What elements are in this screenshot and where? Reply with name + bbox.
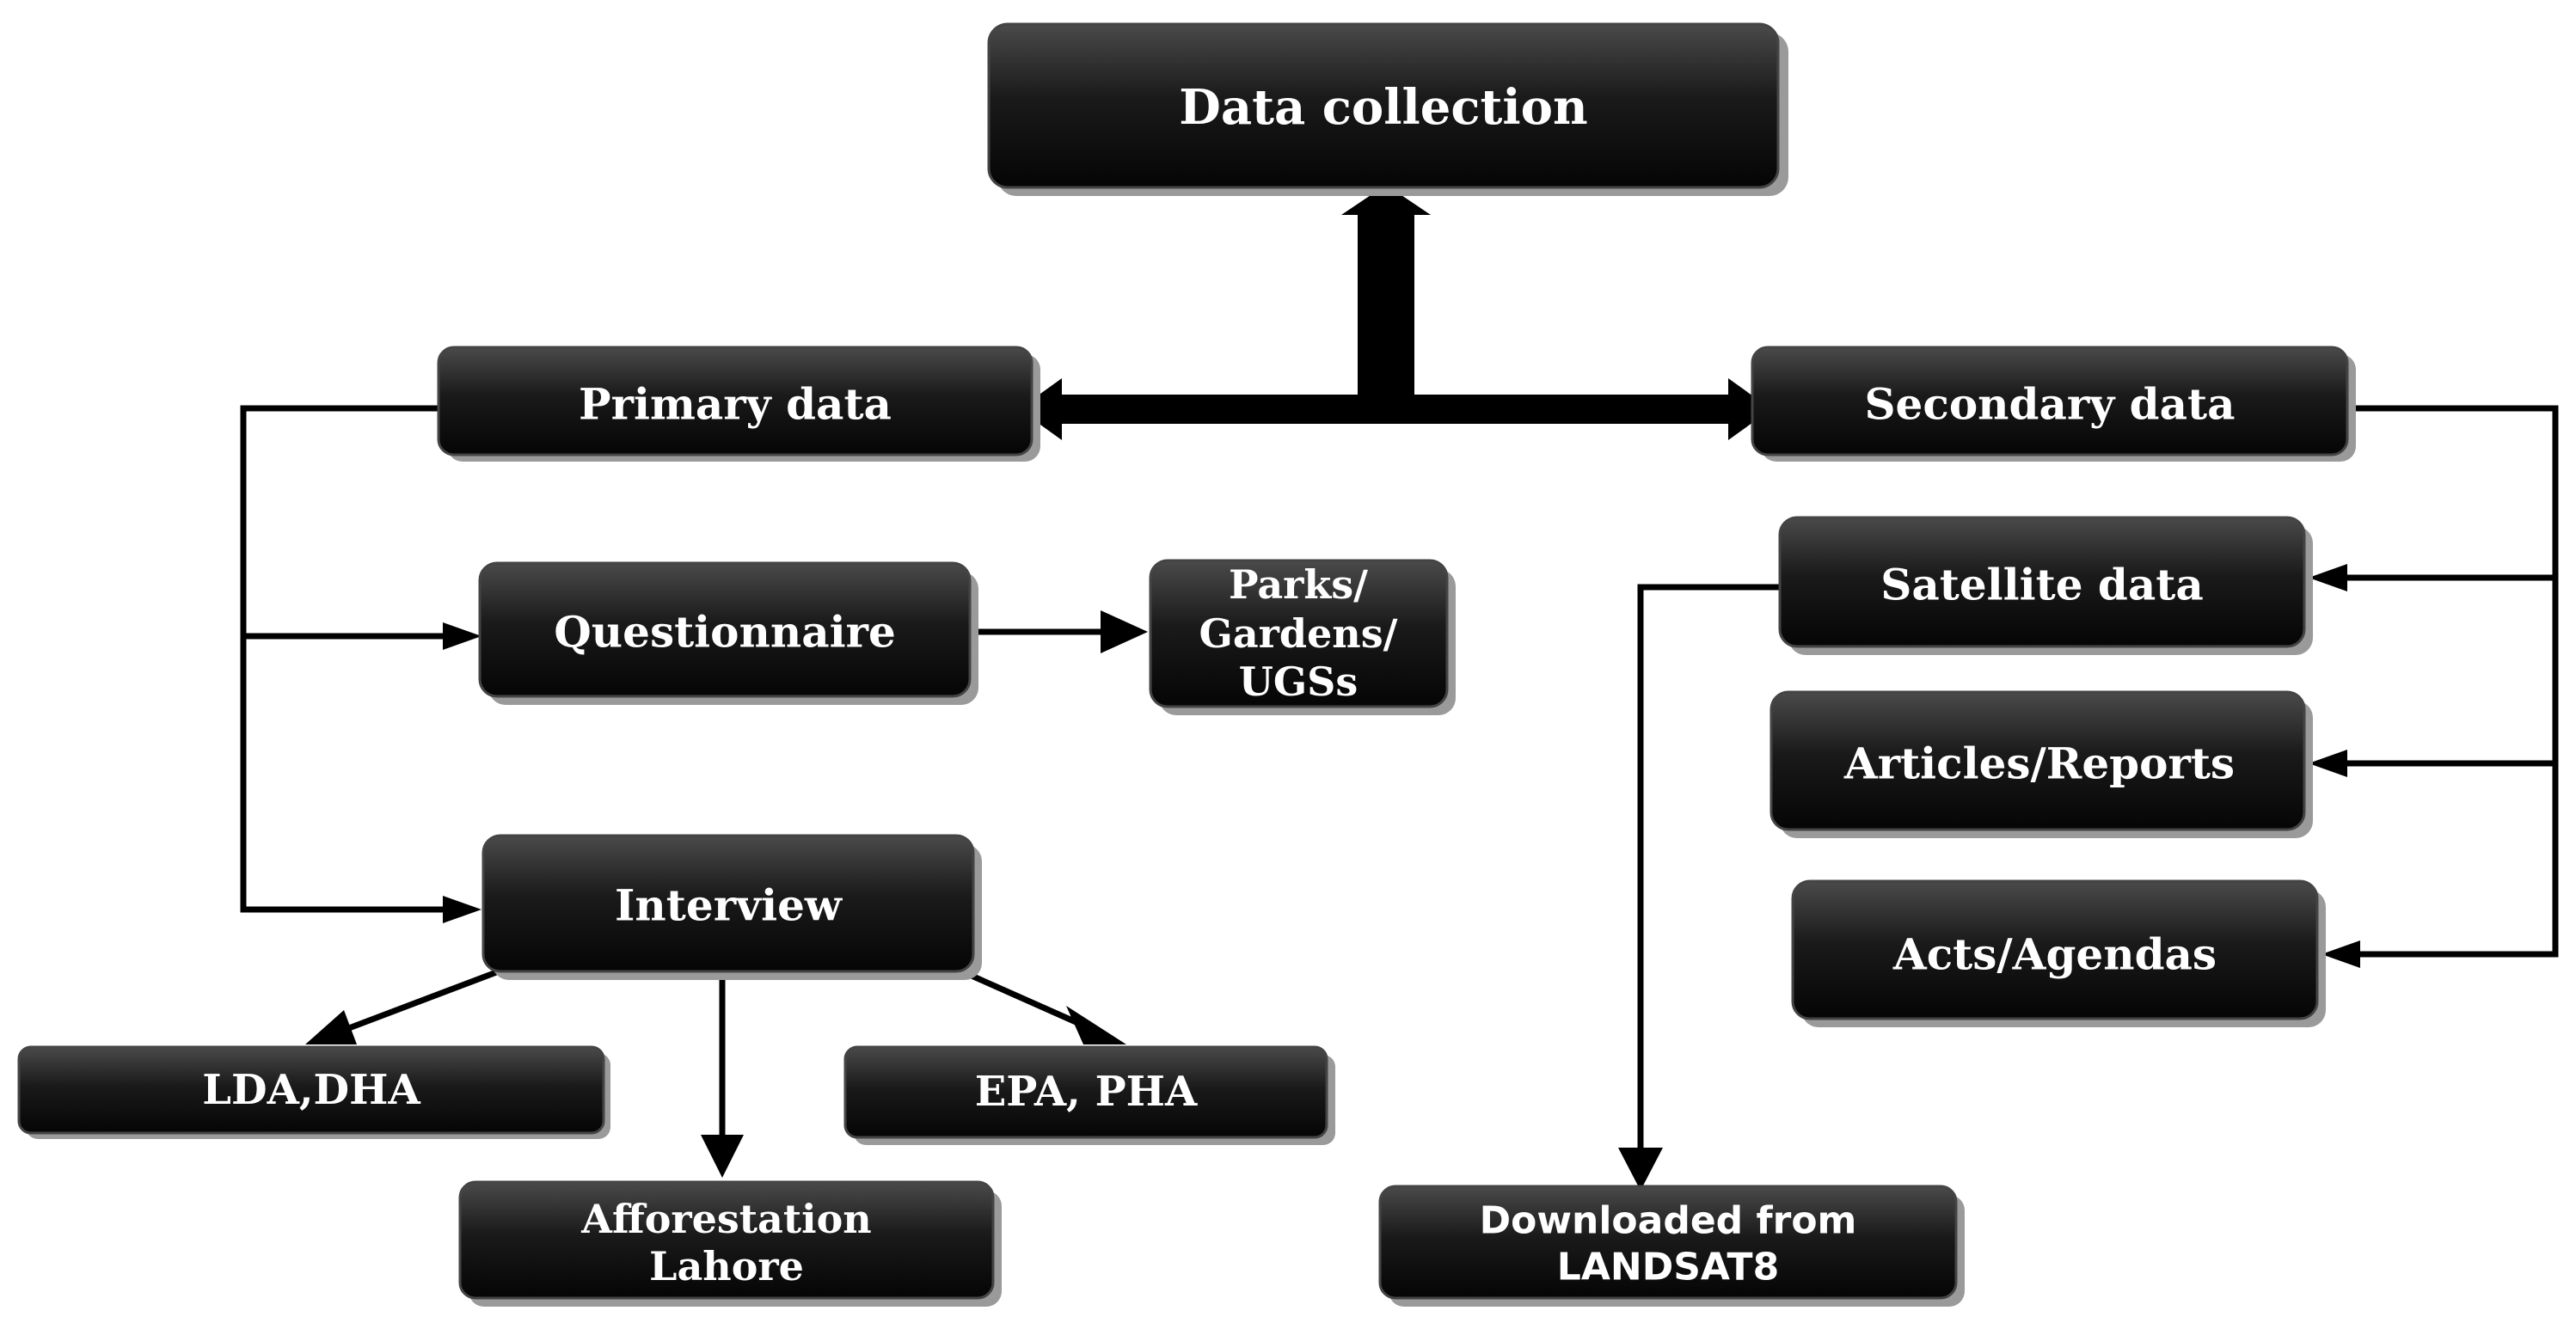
arrow-head-downloaded xyxy=(1618,1148,1663,1191)
connector-interview-epa xyxy=(970,972,1089,1031)
arrow-head-interview xyxy=(443,896,481,923)
node-satellite-data: Satellite data xyxy=(1778,516,2313,655)
arrow-head-acts xyxy=(2321,940,2360,968)
node-parks-line-1: Parks/ xyxy=(1229,561,1368,608)
connector-satellite-downloaded xyxy=(1637,584,1784,1156)
node-parks-line-3: UGSs xyxy=(1239,658,1359,705)
node-data-collection-label: Data collection xyxy=(1179,79,1587,136)
node-questionnaire: Questionnaire xyxy=(478,561,978,705)
node-primary-data-label: Primary data xyxy=(579,379,892,430)
node-parks: Parks/ Gardens/ UGSs xyxy=(1149,559,1456,715)
node-data-collection: Data collection xyxy=(987,22,1788,196)
arrow-head-secondary xyxy=(1728,378,1771,440)
node-afforestation-line-2: Lahore xyxy=(649,1243,804,1289)
arrow-head-afforestation xyxy=(701,1135,744,1178)
arrow-head-epa xyxy=(1066,1006,1126,1044)
node-secondary-data-label: Secondary data xyxy=(1864,379,2235,430)
arrow-head-articles xyxy=(2309,750,2347,777)
connector-primary-left-bracket xyxy=(240,405,464,913)
node-lda-dha-label: LDA,DHA xyxy=(202,1066,420,1114)
node-downloaded-line-1: Downloaded from xyxy=(1480,1199,1857,1243)
node-articles-reports-label: Articles/Reports xyxy=(1843,738,2235,789)
node-downloaded: Downloaded from LANDSAT8 xyxy=(1378,1185,1965,1307)
node-lda-dha: LDA,DHA xyxy=(17,1045,610,1139)
arrow-head-parks xyxy=(1101,610,1148,653)
node-secondary-data: Secondary data xyxy=(1751,346,2356,462)
connector-interview-lda xyxy=(334,968,500,1037)
node-epa-pha: EPA, PHA xyxy=(843,1045,1335,1145)
node-questionnaire-label: Questionnaire xyxy=(554,607,896,658)
node-epa-pha-label: EPA, PHA xyxy=(975,1068,1198,1116)
connectors xyxy=(240,185,2559,1191)
node-primary-data: Primary data xyxy=(437,346,1040,462)
arrow-head-lda xyxy=(305,1010,357,1044)
node-acts-agendas: Acts/Agendas xyxy=(1791,879,2326,1027)
node-afforestation: Afforestation Lahore xyxy=(458,1180,1002,1307)
connector-to-data-collection-head xyxy=(1341,185,1431,215)
node-satellite-data-label: Satellite data xyxy=(1880,560,2204,610)
arrow-head-questionnaire xyxy=(443,622,481,650)
node-interview: Interview xyxy=(481,834,982,980)
node-interview-label: Interview xyxy=(615,880,843,931)
node-articles-reports: Articles/Reports xyxy=(1769,690,2313,838)
connector-secondary-right-bracket xyxy=(2352,405,2559,958)
node-downloaded-line-2: LANDSAT8 xyxy=(1557,1246,1779,1289)
node-acts-agendas-label: Acts/Agendas xyxy=(1892,929,2217,980)
node-afforestation-line-1: Afforestation xyxy=(580,1196,871,1242)
arrow-head-satellite xyxy=(2309,564,2347,591)
node-parks-line-2: Gardens/ xyxy=(1199,610,1398,657)
